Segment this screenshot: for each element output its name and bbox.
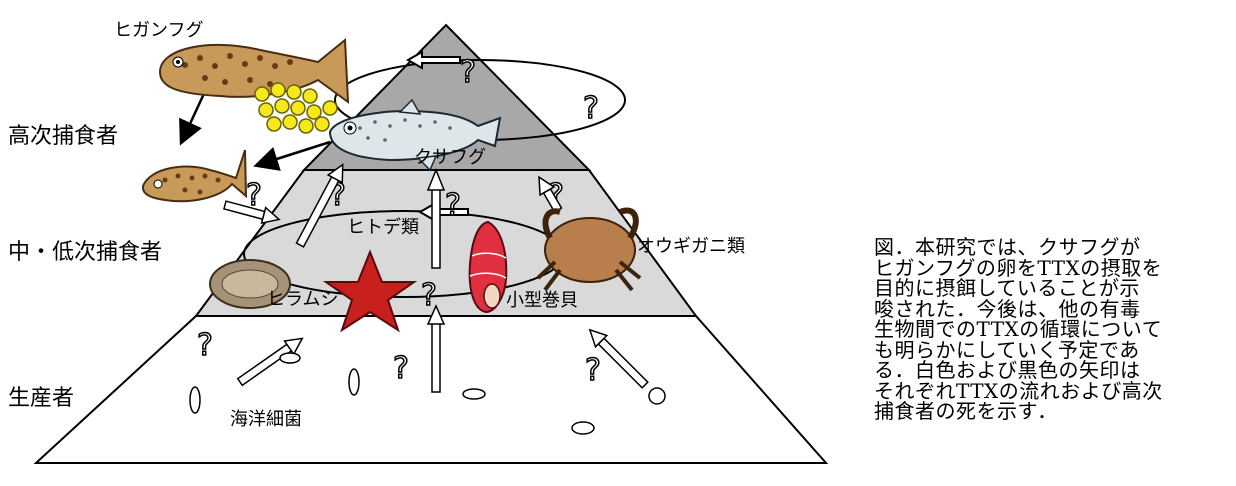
caption-line: も明らかにしていく予定であ — [874, 337, 1140, 362]
kusafugu-pufferfish-icon — [328, 98, 502, 172]
tier-label-producer: 生産者 — [8, 386, 75, 411]
white-arrow-icon — [431, 187, 441, 269]
tier-label-middle: 中・低次捕食者 — [8, 240, 163, 265]
flatworm-icon — [209, 259, 291, 309]
caption-line: ヒガンフグの卵をTTXの摂取を — [874, 255, 1163, 280]
white-arrow-icon — [405, 50, 461, 70]
caption-line: 唆された．今後は、他の有毒 — [874, 296, 1141, 321]
egg-cluster-icon — [254, 82, 338, 134]
question-icon: ? — [445, 188, 461, 223]
white-arrow-icon — [431, 321, 441, 393]
caption-line: それぞれTTXの流れおよび高次 — [874, 378, 1163, 403]
white-arrow-icon — [283, 337, 304, 356]
label-hiramushi: ヒラムシ — [267, 289, 338, 310]
caption-line: 図．本研究では、クサフグが — [874, 235, 1141, 259]
label-kogatamakigai: 小型巻貝 — [506, 290, 578, 311]
white-arrow-icon — [588, 328, 609, 349]
tier-label-top: 高次捕食者 — [8, 124, 119, 149]
question-icon: ? — [585, 353, 601, 388]
question-icon: ? — [393, 351, 409, 386]
caption-line: 生物間でのTTXの循環について — [874, 317, 1163, 341]
label-ougigani: オウギガニ類 — [637, 236, 745, 257]
white-arrow-icon — [538, 175, 556, 197]
white-arrow-icon — [426, 167, 446, 191]
label-higanfugu: ヒガンフグ — [114, 20, 203, 41]
starfish-icon — [322, 249, 418, 333]
question-icon: ? — [583, 91, 599, 126]
white-arrow-icon — [260, 206, 281, 225]
label-kaiyousaikin: 海洋細菌 — [230, 409, 302, 430]
label-hitode: ヒトデ類 — [347, 217, 419, 238]
higanfugu-pufferfish-icon — [158, 37, 350, 105]
snail-icon — [468, 220, 508, 314]
producer-tier — [33, 315, 829, 464]
label-kusafugu: クサフグ — [414, 147, 486, 168]
caption-line: 捕食者の死を示す． — [874, 399, 1058, 423]
crab-icon — [536, 207, 642, 292]
white-arrow-icon — [326, 163, 344, 184]
bacterium-icon — [189, 352, 666, 435]
caption-line: る．白色および黒色の矢印は — [874, 358, 1141, 382]
question-icon: ? — [246, 178, 262, 213]
white-arrow-icon — [426, 304, 446, 325]
caption-line: 目的に摂餌していることが示 — [874, 276, 1140, 300]
figure-caption: 図．本研究では、クサフグが ヒガンフグの卵をTTXの摂取を 目的に摂餌しているこ… — [874, 237, 1226, 422]
question-icon: ? — [421, 278, 437, 313]
question-icon: ? — [460, 55, 476, 90]
question-icon: ? — [197, 328, 213, 363]
dead-pufferfish-icon — [141, 149, 248, 203]
black-arrow-icon — [253, 140, 331, 171]
